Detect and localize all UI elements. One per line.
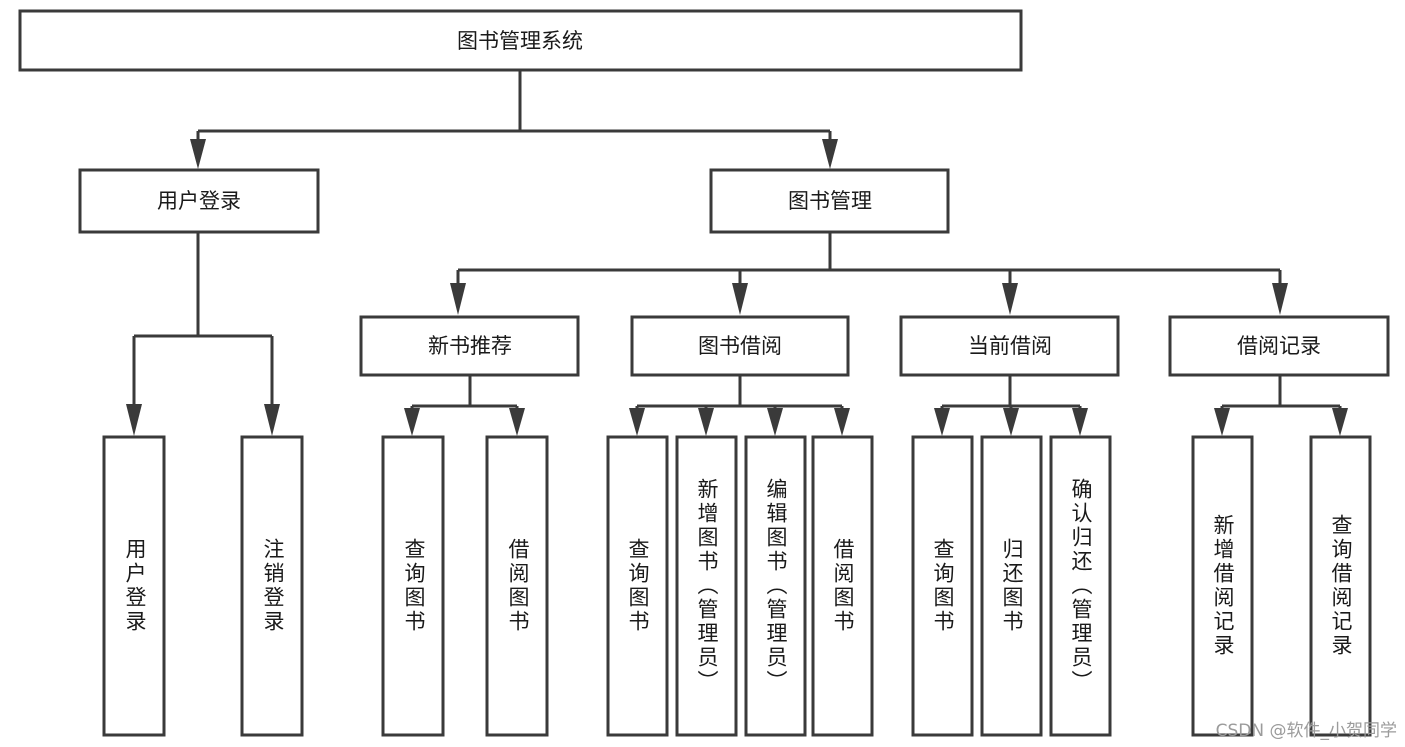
leaf-user-login-login-label: 用户登录 [123,538,147,634]
arrow-head-book-borrow-leaf-2 [698,408,714,436]
node-current-borrow-label: 当前借阅 [968,334,1052,358]
node-new-book-recommend-box[interactable] [359,315,580,377]
leaf-book-borrow-borrow-label: 借阅图书 [831,538,855,634]
connector-group-book-mgmt [450,232,1288,315]
node-book-borrow-box[interactable] [630,315,850,377]
connector-group-user-login [126,232,280,436]
leaf-borrow-record-add-label: 新增借阅记录 [1211,514,1235,658]
leaf-current-borrow-return-box[interactable] [980,435,1043,737]
leaf-user-login-logout-label: 注销登录 [261,538,285,634]
arrow-head-level2-3 [1002,283,1018,315]
leaf-new-book-query-box[interactable] [381,435,445,737]
leaf-book-borrow-edit[interactable]: 编辑图书（管理员） [744,435,807,737]
node-borrow-record-label: 借阅记录 [1237,334,1321,358]
leaf-book-borrow-query-label: 查询图书 [626,538,650,634]
leaf-user-login-logout[interactable]: 注销登录 [240,435,304,737]
arrow-head-book-borrow-leaf-4 [834,408,850,436]
node-borrow-record-box[interactable] [1168,315,1390,377]
node-new-book-recommend-label: 新书推荐 [428,334,512,358]
arrow-head-current-borrow-leaf-1 [934,408,950,436]
leaf-book-borrow-query-box[interactable] [606,435,669,737]
leaf-new-book-query-label: 查询图书 [402,538,426,634]
leaf-new-book-query[interactable]: 查询图书 [381,435,445,737]
node-current-borrow-box[interactable] [899,315,1120,377]
arrow-head-user-login-leaf-2 [264,404,280,436]
leaf-book-borrow-add-label: 新增图书（管理员） [695,478,719,694]
leaf-current-borrow-query-box[interactable] [911,435,974,737]
node-book-management[interactable]: 图书管理 [709,168,950,234]
arrow-head-level2-4 [1272,283,1288,315]
node-root-label: 图书管理系统 [457,29,583,53]
connector-group-new-book [404,375,525,436]
leaf-current-borrow-query-label: 查询图书 [931,538,955,634]
arrow-head-borrow-record-leaf-1 [1214,408,1230,436]
leaf-borrow-record-add[interactable]: 新增借阅记录 [1191,435,1254,737]
leaf-book-borrow-borrow[interactable]: 借阅图书 [811,435,874,737]
leaf-book-borrow-query[interactable]: 查询图书 [606,435,669,737]
leaf-current-borrow-return[interactable]: 归还图书 [980,435,1043,737]
arrow-head-book-borrow-leaf-1 [629,408,645,436]
node-root-box[interactable] [18,9,1023,72]
leaf-user-login-login[interactable]: 用户登录 [102,435,166,737]
leaf-book-borrow-edit-label: 编辑图书（管理员） [764,478,788,694]
node-user-login[interactable]: 用户登录 [78,168,320,234]
connector-group-borrow-record [1214,375,1348,436]
node-user-login-label: 用户登录 [157,189,241,213]
arrow-head-new-book-leaf-2 [509,408,525,436]
leaf-current-borrow-confirm-box[interactable] [1049,435,1112,737]
leaf-borrow-record-query-label: 查询借阅记录 [1329,514,1353,658]
arrow-head-borrow-record-leaf-2 [1332,408,1348,436]
leaf-new-book-borrow-label: 借阅图书 [506,538,530,634]
node-book-management-label: 图书管理 [788,189,872,213]
arrow-head-book-mgmt [822,139,838,169]
leaf-borrow-record-query-box[interactable] [1309,435,1372,737]
arrow-head-user-login [190,139,206,169]
leaf-book-borrow-add[interactable]: 新增图书（管理员） [675,435,738,737]
leaf-current-borrow-confirm[interactable]: 确认归还（管理员） [1049,435,1112,737]
arrow-head-level2-2 [732,283,748,315]
arrow-head-new-book-leaf-1 [404,408,420,436]
arrow-head-current-borrow-leaf-2 [1003,408,1019,436]
leaf-book-borrow-edit-box[interactable] [744,435,807,737]
leaf-current-borrow-return-label: 归还图书 [1000,538,1024,634]
node-book-management-box[interactable] [709,168,950,234]
leaf-borrow-record-query[interactable]: 查询借阅记录 [1309,435,1372,737]
arrow-head-level2-1 [450,283,466,315]
node-user-login-box[interactable] [78,168,320,234]
connector-group-book-borrow [629,375,850,436]
arrow-head-current-borrow-leaf-3 [1072,408,1088,436]
leaf-book-borrow-add-box[interactable] [675,435,738,737]
leaf-new-book-borrow[interactable]: 借阅图书 [485,435,549,737]
leaf-new-book-borrow-box[interactable] [485,435,549,737]
leaf-current-borrow-query[interactable]: 查询图书 [911,435,974,737]
node-book-borrow-label: 图书借阅 [698,334,782,358]
node-borrow-record[interactable]: 借阅记录 [1168,315,1390,377]
leaf-user-login-login-box[interactable] [102,435,166,737]
leaf-borrow-record-add-box[interactable] [1191,435,1254,737]
node-root-book-system[interactable]: 图书管理系统 [18,9,1023,72]
connector-group-current-borrow [934,375,1088,436]
node-current-borrow[interactable]: 当前借阅 [899,315,1120,377]
leaf-user-login-logout-box[interactable] [240,435,304,737]
connector-group-root [190,70,838,169]
leaf-current-borrow-confirm-label: 确认归还（管理员） [1069,478,1093,694]
node-new-book-recommend[interactable]: 新书推荐 [359,315,580,377]
node-book-borrow[interactable]: 图书借阅 [630,315,850,377]
arrow-head-user-login-leaf-1 [126,404,142,436]
leaf-book-borrow-borrow-box[interactable] [811,435,874,737]
arrow-head-book-borrow-leaf-3 [767,408,783,436]
